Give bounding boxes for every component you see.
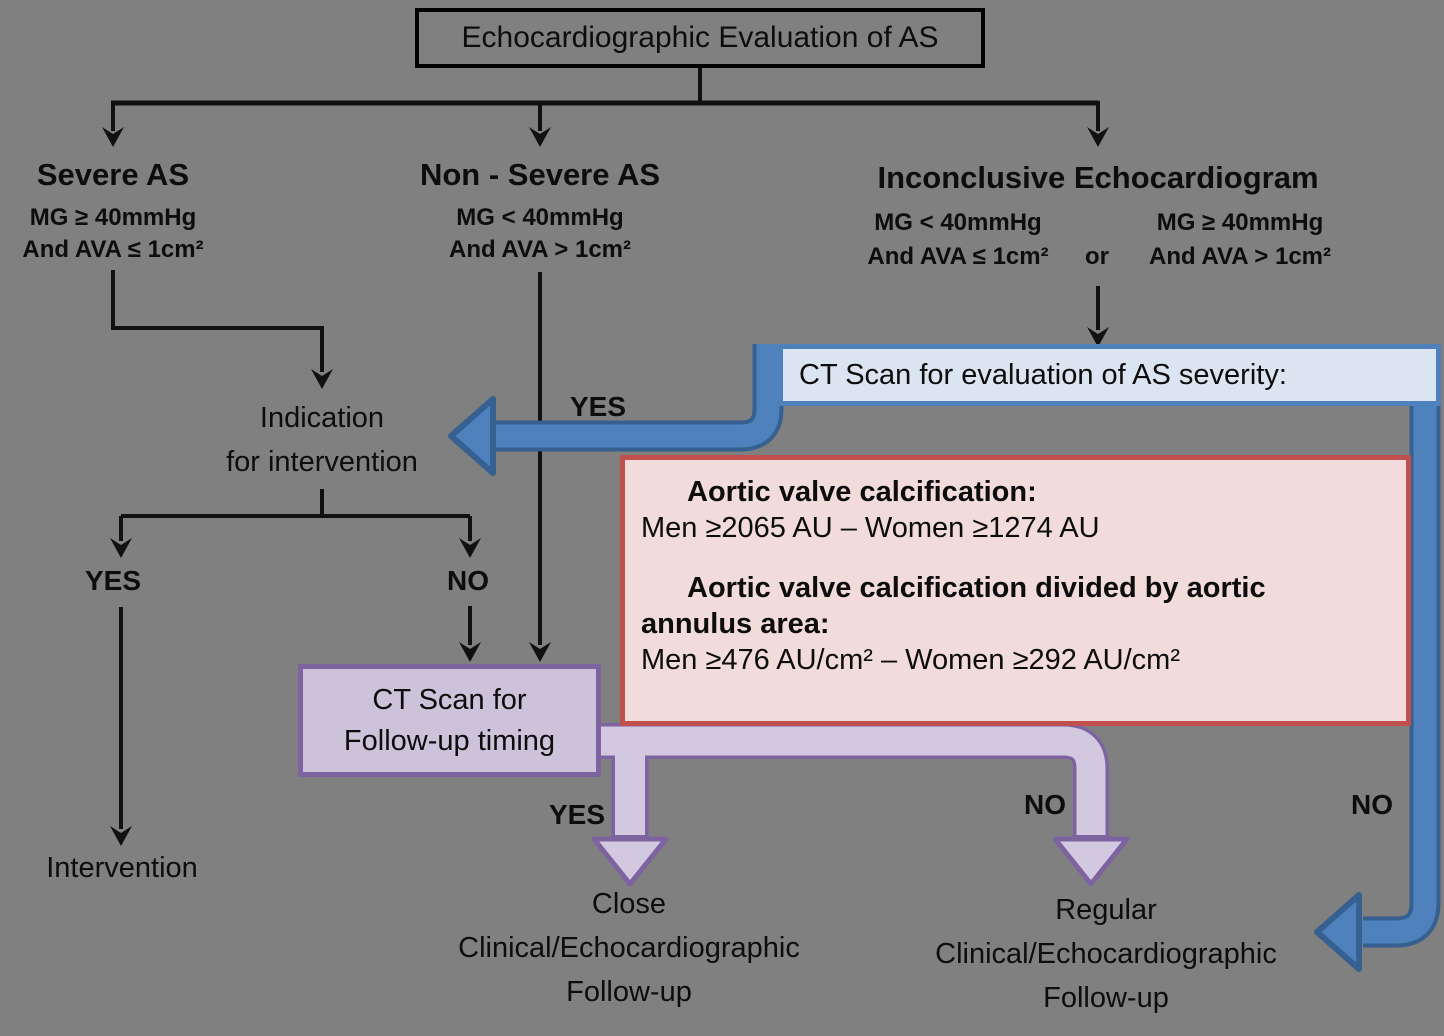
- blue-yes-arrow: [448, 344, 784, 476]
- yes-label-indication: YES: [84, 565, 142, 596]
- inconclusive-option-a-criteria-2: And AVA ≤ 1cm²: [867, 243, 1049, 270]
- no-label-severity: NO: [1351, 789, 1393, 820]
- non-severe-as-criteria-1: MG < 40mmHg: [456, 204, 624, 231]
- title-box: Echocardiographic Evaluation of AS: [415, 8, 985, 68]
- close-followup-node: Close Clinical/Echocardiographic Follow-…: [458, 882, 800, 1014]
- purple-yes-arrowhead: [591, 836, 669, 887]
- purple-no-arrowhead: [1052, 836, 1130, 887]
- regular-followup-line-1: Regular: [1055, 894, 1157, 926]
- ct-followup-line-2: Follow-up timing: [343, 724, 556, 757]
- inconclusive-option-b-criteria-1: MG ≥ 40mmHg: [1156, 209, 1324, 236]
- yes-label-followup: YES: [548, 799, 606, 830]
- inconclusive-option-b-criteria-2: And AVA > 1cm²: [1148, 243, 1332, 270]
- indication-line-2: for intervention: [226, 446, 418, 478]
- close-followup-line-1: Close: [591, 888, 667, 920]
- purple-followup-arrows: [591, 723, 1130, 887]
- black-arrowheads: [102, 127, 1109, 846]
- ct-severity-label: CT Scan for evaluation of AS severity:: [799, 358, 1287, 391]
- regular-followup-line-3: Follow-up: [1043, 982, 1169, 1014]
- no-label-followup: NO: [1024, 789, 1066, 820]
- non-severe-as-criteria-2: And AVA > 1cm²: [448, 236, 632, 263]
- yes-label-non-severe: YES: [569, 391, 627, 422]
- severe-as-criteria-1: MG ≥ 40mmHg: [29, 204, 197, 231]
- severe-as-criteria-2: And AVA ≤ 1cm²: [22, 236, 204, 263]
- ct-severity-box: CT Scan for evaluation of AS severity:: [778, 344, 1441, 406]
- no-label-indication: NO: [447, 565, 489, 596]
- intervention-node: Intervention: [46, 852, 198, 884]
- criteria-values-2: Men ≥476 AU/cm² – Women ≥292 AU/cm²: [641, 644, 1180, 676]
- black-connectors: [111, 66, 1100, 829]
- close-followup-line-2: Clinical/Echocardiographic: [458, 932, 800, 964]
- close-followup-line-3: Follow-up: [566, 976, 692, 1008]
- inconclusive-option-a-criteria-1: MG < 40mmHg: [874, 209, 1042, 236]
- criteria-box: Aortic valve calcification: Men ≥2065 AU…: [620, 455, 1411, 726]
- ct-followup-line-1: CT Scan for: [372, 683, 527, 716]
- or-label: or: [1085, 243, 1109, 270]
- indication-line-1: Indication: [259, 402, 385, 434]
- severe-as-heading: Severe AS: [36, 157, 190, 192]
- inconclusive-heading: Inconclusive Echocardiogram: [877, 160, 1319, 195]
- criteria-heading-1: Aortic valve calcification:: [687, 476, 1037, 508]
- ct-followup-box: CT Scan for Follow-up timing: [298, 664, 601, 777]
- criteria-values-1: Men ≥2065 AU – Women ≥1274 AU: [641, 512, 1100, 544]
- regular-followup-line-2: Clinical/Echocardiographic: [935, 938, 1277, 970]
- criteria-heading-2: Aortic valve calcification divided by ao…: [641, 572, 1266, 640]
- regular-followup-node: Regular Clinical/Echocardiographic Follo…: [935, 888, 1277, 1020]
- blue-no-arrow: [1314, 398, 1441, 972]
- non-severe-as-heading: Non - Severe AS: [419, 157, 661, 192]
- indication-node: Indication for intervention: [226, 396, 418, 484]
- page-title: Echocardiographic Evaluation of AS: [461, 21, 939, 54]
